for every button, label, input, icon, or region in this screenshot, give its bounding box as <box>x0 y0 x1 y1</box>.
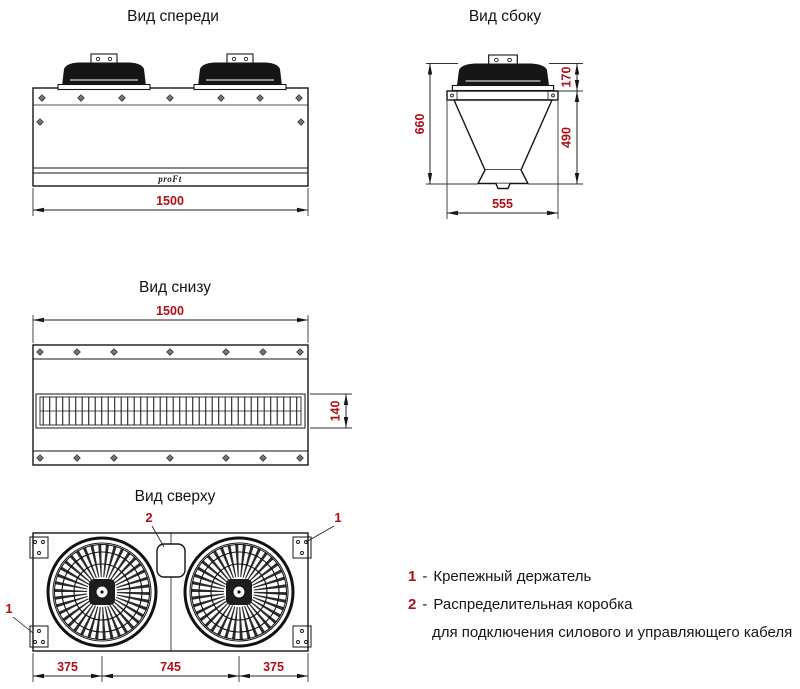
side-dimension-total-height: 660 <box>413 63 478 185</box>
front-view: Вид спереди proFt 1500 <box>32 8 309 216</box>
callout-bracket-bottom: 1 <box>5 601 12 616</box>
bottom-screws-bottom <box>35 453 305 463</box>
dimension-140: 140 <box>329 401 343 422</box>
legend-item-2-number: 2 <box>408 596 417 613</box>
legend-item-1-separator: - <box>422 568 428 585</box>
dimension-745: 745 <box>160 660 181 674</box>
legend-item-2-separator: - <box>422 596 428 613</box>
dimension-1500-front: 1500 <box>156 194 184 208</box>
legend-item-2-continuation: для подключения силового и управляющего … <box>432 624 793 641</box>
top-dimensions: 375 745 375 <box>32 653 309 682</box>
bottom-dimension-grille: 140 <box>310 393 352 429</box>
callout-junction-box: 2 <box>145 510 152 525</box>
dimension-555: 555 <box>492 197 513 211</box>
legend-item-1-number: 1 <box>408 568 417 585</box>
dimension-375-right: 375 <box>263 660 284 674</box>
side-outlet <box>476 169 530 185</box>
front-body <box>32 87 309 187</box>
legend-item-bracket: 1 - Крепежный держатель <box>408 568 790 585</box>
mounting-brackets <box>29 536 312 648</box>
legend-item-1-text: Крепежный держатель <box>433 568 592 585</box>
side-flange <box>446 90 559 101</box>
top-view-title: Вид сверху <box>135 488 216 505</box>
legend-item-junction-box: 2 - Распределительная коробка <box>408 596 790 613</box>
side-dimension-body-height: 490 <box>528 91 583 185</box>
bottom-view: Вид снизу 1500 <box>32 279 352 466</box>
bottom-dimension-width: 1500 <box>32 304 309 343</box>
dimension-1500-bottom: 1500 <box>156 304 184 318</box>
callouts: 2 1 1 <box>5 510 342 634</box>
front-view-title: Вид спереди <box>127 8 219 25</box>
air-grille <box>35 393 306 429</box>
dimension-660: 660 <box>413 114 427 135</box>
legend: 1 - Крепежный держатель 2 - Распределите… <box>408 568 793 641</box>
junction-box <box>156 543 186 578</box>
legend-item-2-text: Распределительная коробка <box>433 596 633 613</box>
bottom-view-title: Вид снизу <box>139 279 211 296</box>
side-view-title: Вид сбоку <box>469 8 542 25</box>
side-funnel <box>452 99 554 171</box>
dimension-375-left: 375 <box>57 660 78 674</box>
front-dimension-width: 1500 <box>32 188 309 216</box>
top-view: Вид сверху 2 1 1 <box>5 488 342 682</box>
dimension-490: 490 <box>560 127 574 148</box>
callout-bracket-top: 1 <box>334 510 341 525</box>
fan-grille-icon <box>48 538 156 646</box>
fan-grille-icon <box>185 538 293 646</box>
fan-motor-icon <box>57 53 151 91</box>
bottom-screws-top <box>35 347 305 357</box>
brand-logo: proFt <box>157 174 182 184</box>
side-view: Вид сбоку 660 170 490 <box>413 8 583 219</box>
dimension-170: 170 <box>560 67 574 88</box>
fan-motor-icon <box>451 54 555 92</box>
fan-motor-icon <box>193 53 287 91</box>
side-dimension-width: 555 <box>446 101 559 219</box>
